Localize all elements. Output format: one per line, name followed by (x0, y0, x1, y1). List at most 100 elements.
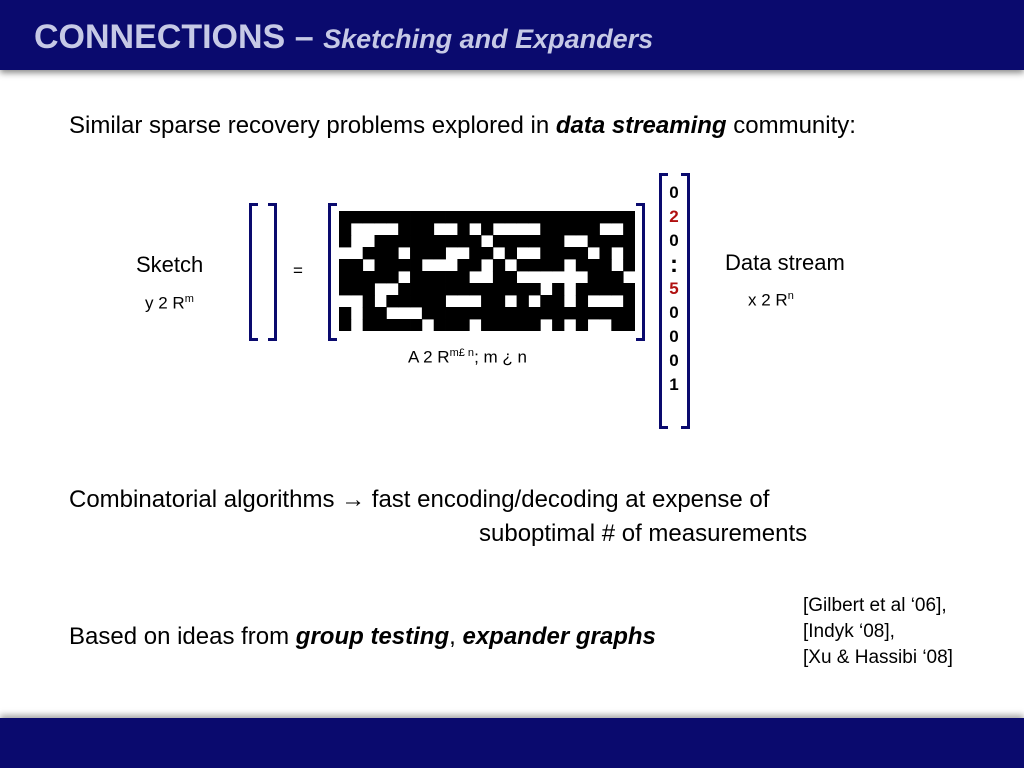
matrix-cell (599, 259, 612, 272)
vector-entry: 0 (669, 351, 679, 370)
matrix-cell (623, 283, 635, 296)
matrix-cell (623, 307, 635, 320)
matrix-cell (339, 283, 352, 296)
matrix-cell (398, 259, 411, 272)
matrix-cell (575, 307, 589, 320)
matrix-cell (339, 259, 352, 272)
matrix-cell (445, 307, 458, 320)
matrix-cell (457, 319, 470, 331)
matrix-cell (350, 271, 364, 284)
matrix-cell (469, 283, 482, 296)
matrix-cell (374, 307, 387, 320)
matrix-cell (575, 283, 589, 296)
matrix-cell (587, 307, 600, 320)
vector-entry: 5 (669, 279, 679, 298)
sketch-bracket-left (249, 203, 258, 341)
matrix-cell (492, 319, 506, 331)
matrix-cell (504, 283, 517, 296)
sketch-label: Sketch (136, 252, 204, 277)
matrix-cell (528, 307, 541, 320)
matrix-cell (599, 283, 612, 296)
matrix-cell (492, 235, 506, 248)
matrix-cell (469, 247, 482, 260)
vector-entry: 0 (669, 303, 679, 322)
matrix-cell (386, 259, 399, 272)
matrix-cell (611, 283, 624, 296)
matrix-cell (481, 211, 494, 224)
matrix-cell (504, 247, 517, 260)
equals-sign: = (293, 261, 303, 280)
based-emph-expander-graphs: expander graphs (462, 623, 656, 650)
matrix-cell (374, 319, 387, 331)
matrix-cell (445, 283, 458, 296)
matrix-cell (575, 247, 589, 260)
sketch-dim-base: y 2 R (145, 293, 185, 313)
matrix-cell (410, 223, 423, 236)
matrix-cell (410, 235, 423, 248)
matrix-cell (528, 319, 541, 331)
matrix-cell (516, 319, 529, 331)
matrix-cell (575, 223, 589, 236)
matrix-cell (587, 235, 600, 248)
matrix-cell (339, 211, 352, 224)
matrix-cell (540, 295, 553, 308)
matrix-cell (386, 271, 399, 284)
matrix-cell (469, 259, 482, 272)
matrix-cell (623, 211, 635, 224)
matrix-cell (623, 235, 635, 248)
reference-1: [Gilbert et al ‘06], (803, 595, 947, 616)
matrix-cell (528, 235, 541, 248)
matrix-cell (504, 307, 517, 320)
matrix-cell (457, 211, 470, 224)
matrix-cell (398, 223, 411, 236)
matrix-cell (540, 307, 553, 320)
matrix-cell (563, 247, 577, 260)
matrix-cell (552, 295, 565, 308)
title-subtitle: Sketching and Expanders (323, 24, 654, 54)
matrix-cell (481, 307, 494, 320)
matrix-cell (540, 247, 553, 260)
matrix-cell (362, 295, 375, 308)
matrix-cell (611, 235, 624, 248)
matrix-cell (540, 235, 553, 248)
matrix-cell (398, 283, 411, 296)
matrix-cell (421, 283, 435, 296)
matrix-cell (433, 307, 446, 320)
matrix-cell (445, 271, 458, 284)
matrix-cell (552, 283, 565, 296)
matrix-caption-base: A 2 R (408, 347, 450, 367)
based-comma: , (449, 623, 456, 650)
matrix-cell (599, 211, 612, 224)
matrix-caption-sup: m£ n (449, 347, 475, 359)
matrix-cell (339, 307, 352, 320)
matrix-cell (611, 319, 624, 331)
matrix-cell (457, 223, 470, 236)
slide-title: CONNECTIONS – Sketching and Expanders (34, 18, 653, 57)
matrix-cell (587, 211, 600, 224)
title-main: CONNECTIONS (34, 18, 286, 56)
matrix-cell (504, 235, 517, 248)
matrix-cell (587, 283, 600, 296)
stream-bracket-right (681, 173, 690, 429)
matrix-cell (504, 211, 517, 224)
matrix-cell (599, 307, 612, 320)
matrix-cell (575, 259, 589, 272)
vector-entry: 0 (669, 327, 679, 346)
matrix-cell (433, 271, 446, 284)
matrix-bracket-right (636, 203, 645, 341)
vector-entry: 0 (669, 231, 679, 250)
matrix-cell (575, 211, 589, 224)
matrix-cell (374, 211, 387, 224)
matrix-cell (552, 307, 565, 320)
matrix-cell (587, 259, 600, 272)
vector-entry: : (670, 251, 678, 278)
matrix-cell (410, 319, 423, 331)
stream-dim-base: x 2 R (748, 290, 788, 310)
matrix-cell (374, 247, 387, 260)
matrix-cell (398, 211, 411, 224)
matrix-cell (374, 235, 387, 248)
matrix-cell (516, 295, 529, 308)
intro-line: Similar sparse recovery problems explore… (69, 112, 856, 140)
based-emph-group-testing: group testing (295, 623, 450, 650)
